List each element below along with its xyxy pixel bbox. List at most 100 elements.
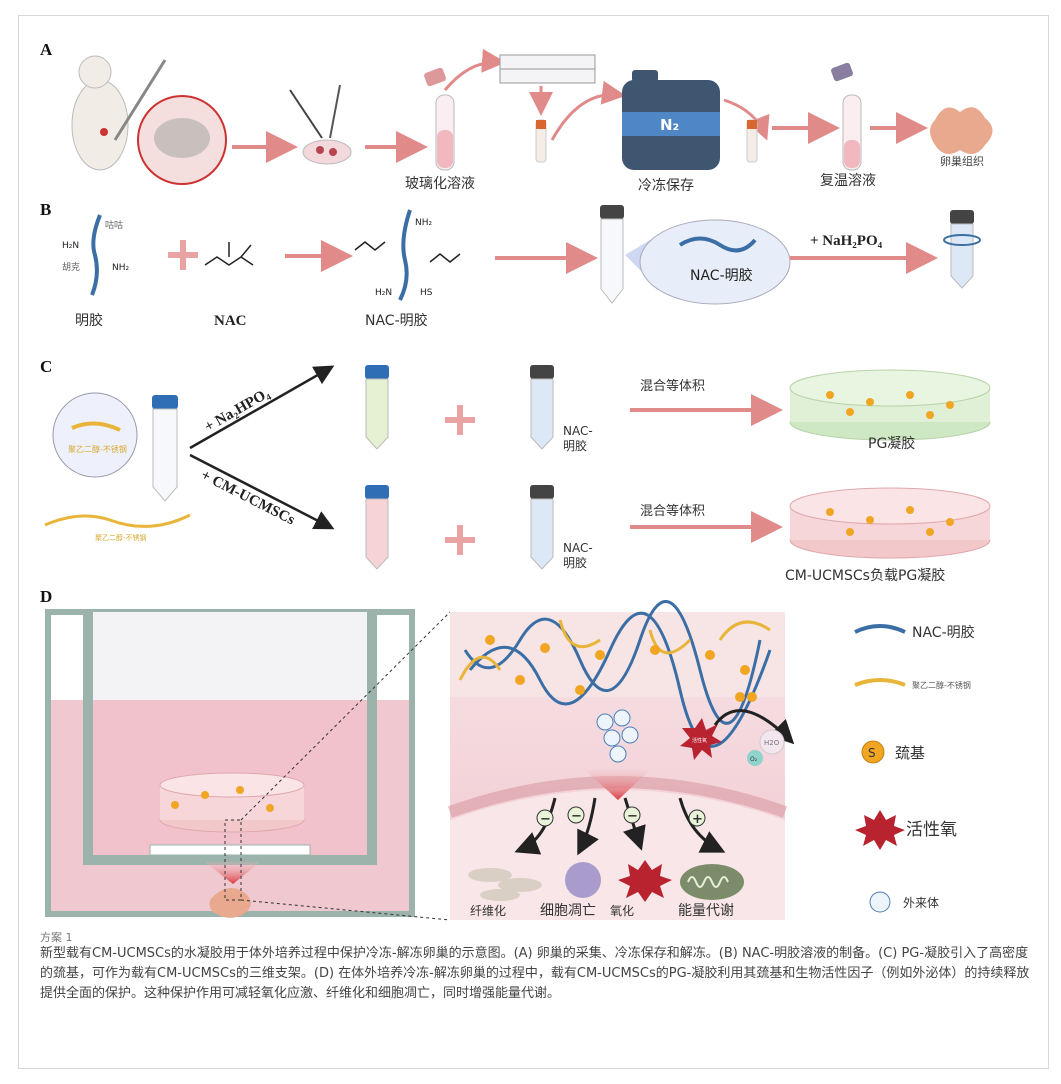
minus-sign: − bbox=[627, 809, 638, 824]
release-arrow bbox=[585, 770, 650, 800]
figure-frame bbox=[18, 15, 1049, 1069]
panel-c-label: C bbox=[40, 357, 52, 376]
caption-body: 新型载有CM-UCMSCs的水凝胶用于体外培养过程中保护冷冻-解冻卵巢的示意图。… bbox=[40, 946, 1030, 1001]
exosome-icon bbox=[869, 891, 891, 913]
reagent-label: + NaH₂PO₄ bbox=[810, 233, 883, 249]
plus-icon bbox=[168, 240, 198, 270]
falcon-tube-icon bbox=[152, 395, 178, 502]
petri-dish-icon bbox=[289, 84, 352, 165]
label-cm-pg-gel: CM-UCMSCs负载PG凝胶 bbox=[785, 567, 945, 584]
ovary-tissue-icon bbox=[209, 887, 251, 918]
amine-label: H₂N bbox=[375, 288, 392, 298]
amine-label: H₂N bbox=[62, 241, 79, 251]
legend: NAC-明胶 聚乙二醇-不锈钢 S 巯基 活性氧 外来体 bbox=[854, 624, 975, 913]
arrow-label-cm-ucmscs: + CM-UCMSCs bbox=[198, 467, 297, 528]
minus-sign: − bbox=[571, 809, 582, 824]
fibroblast-icon bbox=[468, 868, 542, 901]
nac-label: NAC- bbox=[563, 424, 593, 438]
ros-small-label: 活性氧 bbox=[692, 737, 707, 744]
panel-d-label: D bbox=[40, 587, 52, 606]
well-plate-icon bbox=[499, 54, 596, 84]
caption-title: 方案 1 bbox=[40, 931, 73, 944]
label-nac-gelatin: NAC-明胶 bbox=[365, 312, 428, 329]
gelatin-group-label: 胡克 bbox=[62, 261, 80, 273]
o2-label: O₂ bbox=[750, 756, 758, 763]
o2-molecule bbox=[747, 750, 763, 766]
label-fibrosis: 纤维化 bbox=[470, 904, 506, 918]
legend-nac-gelatin-swatch bbox=[854, 624, 906, 634]
amine-label: NH₂ bbox=[112, 263, 130, 273]
plus-sign: + bbox=[692, 812, 703, 827]
label-nac: NAC bbox=[214, 313, 247, 329]
label-energy-metabolism: 能量代谢 bbox=[678, 903, 734, 919]
legend-peg-swatch bbox=[854, 678, 906, 687]
vitrification-tube-icon bbox=[424, 67, 455, 171]
mix-label: 混合等体积 bbox=[640, 503, 705, 519]
ros-icon bbox=[855, 810, 905, 850]
cm-pg-gel-disc bbox=[789, 487, 991, 559]
panel-b: B 咕咕 胡克 H₂N NH₂ 明胶 NAC NH₂ H₂N HS NAC-明胶… bbox=[40, 200, 981, 329]
arrow-label-na2hpo4: + Na₂HPO₄ bbox=[202, 385, 273, 435]
legend-peg: 聚乙二醇-不锈钢 bbox=[912, 680, 971, 690]
panel-d: D bbox=[40, 587, 975, 921]
thiol-label: HS bbox=[420, 288, 433, 298]
panel-c: C 聚乙二醇-不锈钢 聚乙二醇-不锈钢 + Na₂HPO₄ + CM-UCMSC… bbox=[40, 357, 991, 584]
ros-icon bbox=[618, 860, 672, 902]
mix-label: 混合等体积 bbox=[640, 378, 705, 394]
falcon-tube-icon bbox=[943, 210, 981, 289]
gelatin-chain bbox=[90, 214, 102, 296]
nac-label: NAC- bbox=[563, 541, 593, 555]
label-vitrification: 玻璃化溶液 bbox=[405, 175, 475, 192]
plus-icon bbox=[445, 525, 475, 555]
warming-tube-icon bbox=[831, 62, 862, 171]
nac-label: 明胶 bbox=[563, 555, 587, 570]
ovary-icon bbox=[154, 118, 210, 158]
label-oxidation: 氧化 bbox=[610, 904, 634, 918]
minus-sign: − bbox=[540, 812, 551, 827]
falcon-tube-icon bbox=[600, 205, 624, 304]
gel-in-insert bbox=[159, 772, 305, 833]
zoom-region bbox=[224, 819, 242, 901]
ros-icon bbox=[680, 718, 722, 760]
legend-nac-gelatin: NAC-明胶 bbox=[912, 624, 975, 641]
tube-green bbox=[365, 365, 389, 450]
effect-signs: − − − + bbox=[536, 806, 706, 827]
gelatin-group-label: 咕咕 bbox=[105, 219, 123, 231]
release-arrow bbox=[205, 862, 260, 884]
label-warming: 复温溶液 bbox=[820, 172, 876, 189]
bubble-label: NAC-明胶 bbox=[690, 267, 753, 284]
thiol-s-glyph: S bbox=[868, 746, 876, 760]
peg-label: 聚乙二醇-不锈钢 bbox=[95, 533, 147, 542]
rat-illustration bbox=[71, 55, 167, 171]
peg-label: 聚乙二醇-不锈钢 bbox=[68, 444, 127, 454]
tube-nac-gelatin bbox=[530, 485, 554, 570]
h2o-molecule bbox=[759, 729, 785, 755]
pg-gel-disc bbox=[789, 369, 991, 441]
nac-label: 明胶 bbox=[563, 438, 587, 453]
label-pg-gel: PG凝胶 bbox=[868, 435, 915, 452]
tube-nac-gelatin bbox=[530, 365, 554, 450]
panel-a-label: A bbox=[40, 40, 53, 59]
amine-label: NH₂ bbox=[415, 218, 433, 228]
nac-gelatin-chain bbox=[398, 209, 412, 301]
label-apoptosis: 细胞凋亡 bbox=[540, 903, 596, 919]
exosome-cluster bbox=[596, 709, 639, 763]
nac-structure bbox=[204, 242, 254, 266]
legend-thiol: 巯基 bbox=[895, 744, 925, 762]
thiol-icon bbox=[861, 740, 885, 764]
label-cryopreservation: 冷冻保存 bbox=[638, 177, 694, 194]
liquid-nitrogen-tank-icon: N₂ bbox=[622, 70, 720, 170]
peg-chain bbox=[44, 513, 191, 528]
panel-b-label: B bbox=[40, 200, 51, 219]
h2o-label: H2O bbox=[764, 739, 780, 747]
zoom-bubble bbox=[639, 219, 791, 305]
tube-red bbox=[365, 485, 389, 570]
legend-exosome: 外来体 bbox=[903, 896, 939, 910]
apoptotic-cell-icon bbox=[565, 862, 601, 898]
ovary-tissue-icon bbox=[930, 107, 993, 154]
label-gelatin: 明胶 bbox=[75, 312, 103, 329]
panel-a: A 玻璃化溶液 bbox=[40, 40, 993, 194]
legend-ros: 活性氧 bbox=[906, 820, 957, 840]
label-ovary-tissue: 卵巢组织 bbox=[940, 154, 984, 168]
